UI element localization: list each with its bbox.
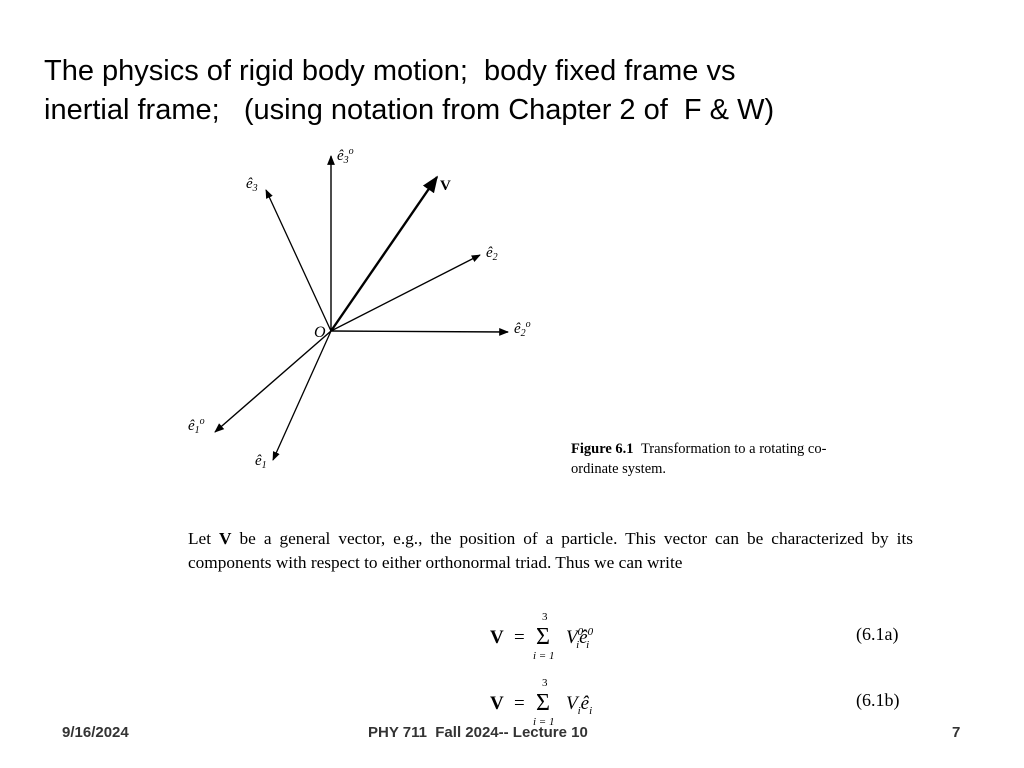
eq-a-upper-limit: 3 [542, 611, 548, 623]
eq-b-sigma: Σ [536, 690, 550, 716]
eq-b-lhs: V [490, 693, 504, 714]
axis-e2-0 [330, 328, 509, 336]
equation-number-a: (6.1a) [856, 624, 899, 644]
svg-text:ê2o: ê2o [514, 319, 531, 339]
page-number: 7 [952, 724, 961, 741]
eq-a-lower-limit: i = 1 [533, 650, 554, 662]
label-e3: ê3 [246, 176, 258, 194]
footer-course: PHY 711 Fall 2024-- Lecture 10 [368, 724, 588, 741]
vector-v-label: V [440, 178, 451, 194]
title-line-1: The physics of rigid body motion; body f… [44, 55, 736, 87]
equation-number-b: (6.1b) [856, 690, 900, 710]
origin-label: O [314, 324, 326, 341]
axis-e1-0 [214, 330, 332, 433]
eq-b-upper-limit: 3 [542, 677, 548, 689]
axis-e3 [265, 189, 332, 332]
slide-title: The physics of rigid body motion; body f… [44, 52, 964, 130]
footer-date: 9/16/2024 [62, 724, 129, 741]
vector-v [330, 175, 438, 332]
eq-b-term: Viêi [566, 693, 592, 717]
svg-text:ê1: ê1 [255, 453, 267, 471]
axis-e2 [330, 254, 481, 332]
eq-a-lhs: V [490, 627, 504, 648]
paragraph-vector-v: V [219, 529, 232, 548]
title-line-2: inertial frame; (using notation from Cha… [44, 94, 775, 126]
caption-line-1: Transformation to a rotating co- [640, 441, 827, 457]
paragraph-part-2: be a general vector, e.g., the position … [188, 529, 913, 572]
svg-text:ê3: ê3 [246, 176, 258, 194]
eq-b-equals: = [514, 693, 525, 714]
svg-text:ê1o: ê1o [188, 416, 205, 436]
axis-e1 [272, 330, 332, 461]
figure-number: Figure 6.1 [571, 441, 634, 457]
label-e1-0: ê1o [188, 416, 205, 436]
body-paragraph: Let V be a general vector, e.g., the pos… [188, 527, 913, 575]
svg-text:ê2: ê2 [486, 245, 498, 263]
eq-a-sigma: Σ [536, 624, 550, 650]
svg-text:ê3o: ê3o [337, 146, 354, 166]
label-e1: ê1 [255, 453, 267, 471]
label-e2-0: ê2o [514, 319, 531, 339]
label-e2: ê2 [486, 245, 498, 263]
label-e3-0: ê3o [337, 146, 354, 166]
equation-6-1b: V = 3 Σ i = 1 Viêi [490, 677, 592, 728]
paragraph-part-1: Let [188, 529, 220, 548]
caption-line-2: ordinate system. [571, 461, 667, 477]
figure-caption: Figure 6.1 Transformation to a rotating … [571, 439, 911, 479]
eq-b-lower-limit: i = 1 [533, 716, 554, 728]
eq-a-equals: = [514, 627, 525, 648]
